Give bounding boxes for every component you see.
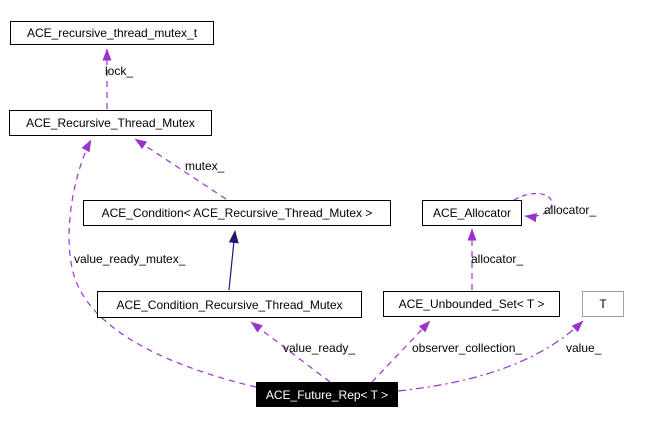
node-ace-allocator[interactable]: ACE_Allocator bbox=[422, 200, 522, 226]
node-ace-unbounded-set[interactable]: ACE_Unbounded_Set< T > bbox=[383, 291, 560, 317]
edge-inheritance bbox=[228, 230, 239, 291]
node-ace-condition-recursive-thread-mutex[interactable]: ACE_Condition_Recursive_Thread_Mutex bbox=[97, 291, 362, 318]
node-ace-recursive-thread-mutex-t[interactable]: ACE_recursive_thread_mutex_t bbox=[10, 21, 214, 45]
edge-observer-collection bbox=[371, 320, 431, 383]
edge-label-allocator-self: allocator_ bbox=[544, 203, 597, 217]
node-ace-future-rep: ACE_Future_Rep< T > bbox=[256, 382, 398, 407]
edge-allocator-self bbox=[513, 193, 553, 223]
edge-label-observer-collection: observer_collection_ bbox=[412, 341, 523, 355]
edge-label-value-ready: value_ready_ bbox=[283, 341, 356, 355]
edge-label-lock: lock_ bbox=[105, 64, 134, 78]
edge-value-ready-mutex bbox=[68, 139, 257, 388]
edge-value bbox=[397, 320, 584, 392]
edge-value-ready bbox=[250, 321, 331, 383]
edge-mutex bbox=[134, 138, 227, 200]
node-ace-condition-template[interactable]: ACE_Condition< ACE_Recursive_Thread_Mute… bbox=[83, 200, 391, 226]
edge-label-allocator: allocator_ bbox=[471, 252, 524, 266]
node-t-template-param: T bbox=[582, 291, 624, 317]
edge-label-mutex: mutex_ bbox=[185, 159, 225, 173]
edge-label-value-ready-mutex: value_ready_mutex_ bbox=[74, 252, 186, 266]
node-ace-recursive-thread-mutex[interactable]: ACE_Recursive_Thread_Mutex bbox=[9, 110, 212, 136]
edge-label-value: value_ bbox=[566, 341, 602, 355]
